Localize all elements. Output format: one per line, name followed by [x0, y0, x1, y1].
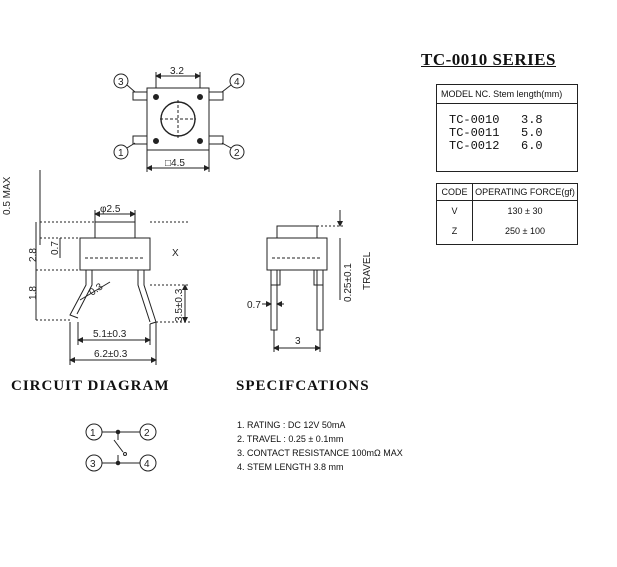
front-dim-max: 0.5 MAX: [2, 176, 13, 215]
model-table-header: MODEL NC. Stem length(mm): [437, 85, 577, 104]
front-dim-1-8: 1.8: [28, 286, 39, 300]
circuit-diagram: [85, 423, 157, 472]
circuit-pin-1-label: 1: [90, 428, 96, 439]
top-pin-2-label: 2: [234, 148, 240, 159]
model-table: MODEL NC. Stem length(mm) TC-0010 3.8 TC…: [436, 84, 578, 172]
specifications-heading: SPECIFCATIONS: [236, 378, 370, 394]
specifications-list: 1. RATING : DC 12V 50mA 2. TRAVEL : 0.25…: [237, 418, 403, 474]
circuit-pin-4-label: 4: [144, 459, 150, 470]
force-table-force-header: OPERATING FORCE(gf): [475, 187, 575, 197]
series-title: TC-0010 SERIES: [421, 50, 557, 69]
front-dim-2-8: 2.8: [28, 248, 39, 262]
model-row: TC-0010 3.8: [449, 113, 543, 127]
circuit-pin-2-label: 2: [144, 428, 150, 439]
spec-item: 3. CONTACT RESISTANCE 100mΩ MAX: [237, 448, 403, 458]
front-dim-stem: φ2.5: [100, 204, 121, 215]
spec-item: 4. STEM LENGTH 3.8 mm: [237, 462, 344, 472]
spec-item: 1. RATING : DC 12V 50mA: [237, 420, 346, 430]
force-value: 130 ± 30: [507, 206, 543, 216]
top-pin-1-label: 1: [118, 148, 124, 159]
top-pin-4-label: 4: [234, 77, 240, 88]
top-dim-body: □4.5: [165, 158, 185, 169]
front-dim-5-1: 5.1±0.3: [93, 329, 127, 340]
force-value: 250 ± 100: [505, 226, 545, 236]
circuit-pin-3-label: 3: [90, 459, 96, 470]
front-view: [35, 170, 190, 365]
force-code: Z: [437, 221, 473, 241]
force-code: V: [437, 201, 473, 221]
top-pin-3-label: 3: [118, 77, 124, 88]
side-dim-0-7: 0.7: [247, 300, 261, 311]
side-dim-3: 3: [295, 336, 301, 347]
force-table: CODE OPERATING FORCE(gf) V 130 ± 30 Z 25…: [436, 183, 578, 245]
force-table-code-header: CODE: [437, 184, 473, 200]
front-dim-0-3: 0.3: [87, 281, 105, 298]
spec-item: 2. TRAVEL : 0.25 ± 0.1mm: [237, 434, 344, 444]
side-dim-travel-label: TRAVEL: [362, 251, 373, 290]
front-dim-6-2: 6.2±0.3: [94, 349, 128, 360]
top-dim-width: 3.2: [170, 66, 184, 77]
front-dim-0-7: 0.7: [50, 241, 61, 255]
top-view: [113, 72, 245, 172]
front-dim-3-5: 3.5±0.3: [174, 288, 185, 322]
side-view: [262, 210, 345, 352]
side-dim-travel-value: 0.25±0.1: [343, 263, 354, 302]
circuit-diagram-heading: CIRCUIT DIAGRAM: [11, 378, 170, 394]
model-row: TC-0011 5.0: [449, 126, 543, 140]
model-row: TC-0012 6.0: [449, 139, 543, 153]
front-marker-x: X: [172, 248, 179, 259]
